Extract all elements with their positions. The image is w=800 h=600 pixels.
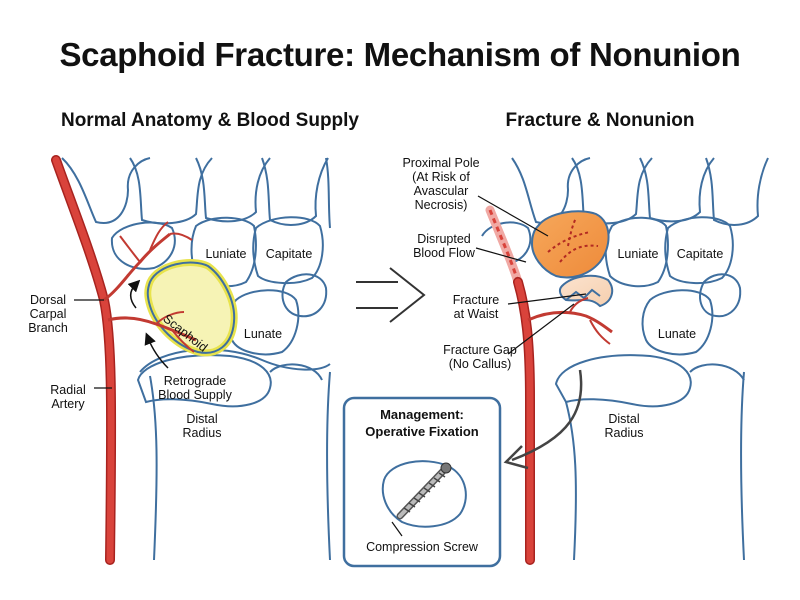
fractured-scaphoid	[530, 210, 614, 308]
label-proximal-pole: Proximal Pole (At Risk of Avascular Necr…	[402, 156, 480, 212]
label-capitate-right: Capitate	[676, 247, 724, 261]
label-compression-screw: Compression Screw	[366, 540, 478, 554]
hamate-bone-left	[281, 273, 328, 318]
label-distal-radius-left: Distal Radius	[182, 412, 222, 440]
retrograde-arrow-2	[144, 332, 169, 369]
left-panel-title: Normal Anatomy & Blood Supply	[60, 110, 360, 131]
label-radial-artery: Radial Artery	[50, 383, 86, 411]
radial-artery-right	[485, 205, 613, 565]
fracture-line	[565, 288, 601, 301]
proximal-pole-shape	[530, 210, 610, 279]
label-fracture-at-waist: Fracture at Waist	[452, 293, 500, 321]
management-title: Management: Operative Fixation	[365, 407, 479, 439]
luniate-bone-right	[604, 216, 669, 288]
hamate-bone-right	[699, 273, 742, 318]
leader-lines-right	[475, 195, 587, 355]
distal-radius-head-left	[136, 354, 272, 408]
label-fracture-gap: Fracture Gap (No Callus)	[443, 343, 517, 371]
label-disrupted-blood-flow: Disrupted Blood Flow	[413, 232, 475, 260]
management-arrow	[511, 369, 583, 462]
capitate-bone-left	[252, 216, 324, 284]
right-panel	[481, 157, 769, 561]
lunate-bone-right	[641, 289, 714, 356]
label-lunate-right: Lunate	[657, 327, 697, 341]
management-arrow-head	[503, 445, 529, 470]
label-retrograde-blood-supply: Retrograde Blood Supply	[158, 374, 232, 402]
ulna-bone-right	[689, 363, 745, 381]
label-capitate-left: Capitate	[265, 247, 313, 261]
metacarpal-bones-right	[511, 157, 769, 226]
label-lunate-left: Lunate	[243, 327, 283, 341]
left-panel	[61, 157, 331, 561]
label-distal-radius-right: Distal Radius	[604, 412, 644, 440]
lunate-bone-left	[227, 289, 300, 356]
ulna-bone-left	[269, 363, 323, 381]
retrograde-arrow-1	[127, 279, 141, 309]
transition-arrow	[356, 267, 426, 323]
label-luniate-left: Luniate	[205, 247, 247, 261]
metacarpal-bones-left	[61, 157, 331, 229]
capitate-bone-right	[664, 216, 734, 284]
distal-radius-head-right	[554, 354, 692, 408]
management-box	[342, 396, 502, 568]
right-panel-title: Fracture & Nonunion	[505, 110, 695, 131]
label-luniate-right: Luniate	[617, 247, 659, 261]
trapezium-bone-left	[110, 221, 176, 270]
distal-pole-shape	[558, 274, 614, 308]
radial-artery-left	[51, 155, 197, 565]
page-title: Scaphoid Fracture: Mechanism of Nonunion	[59, 36, 741, 73]
label-dorsal-carpal-branch: Dorsal Carpal Branch	[28, 293, 68, 335]
distal-radius-shaft-right	[565, 371, 745, 561]
compression-screw-icon	[396, 462, 452, 520]
